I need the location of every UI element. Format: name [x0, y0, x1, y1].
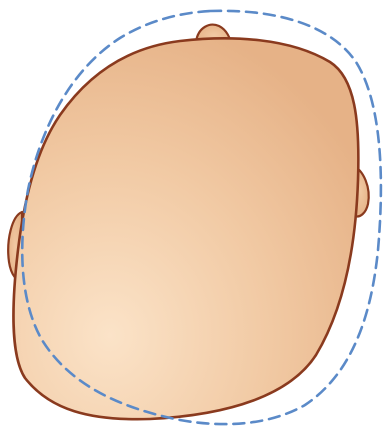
- flat-head-shape: [14, 38, 359, 419]
